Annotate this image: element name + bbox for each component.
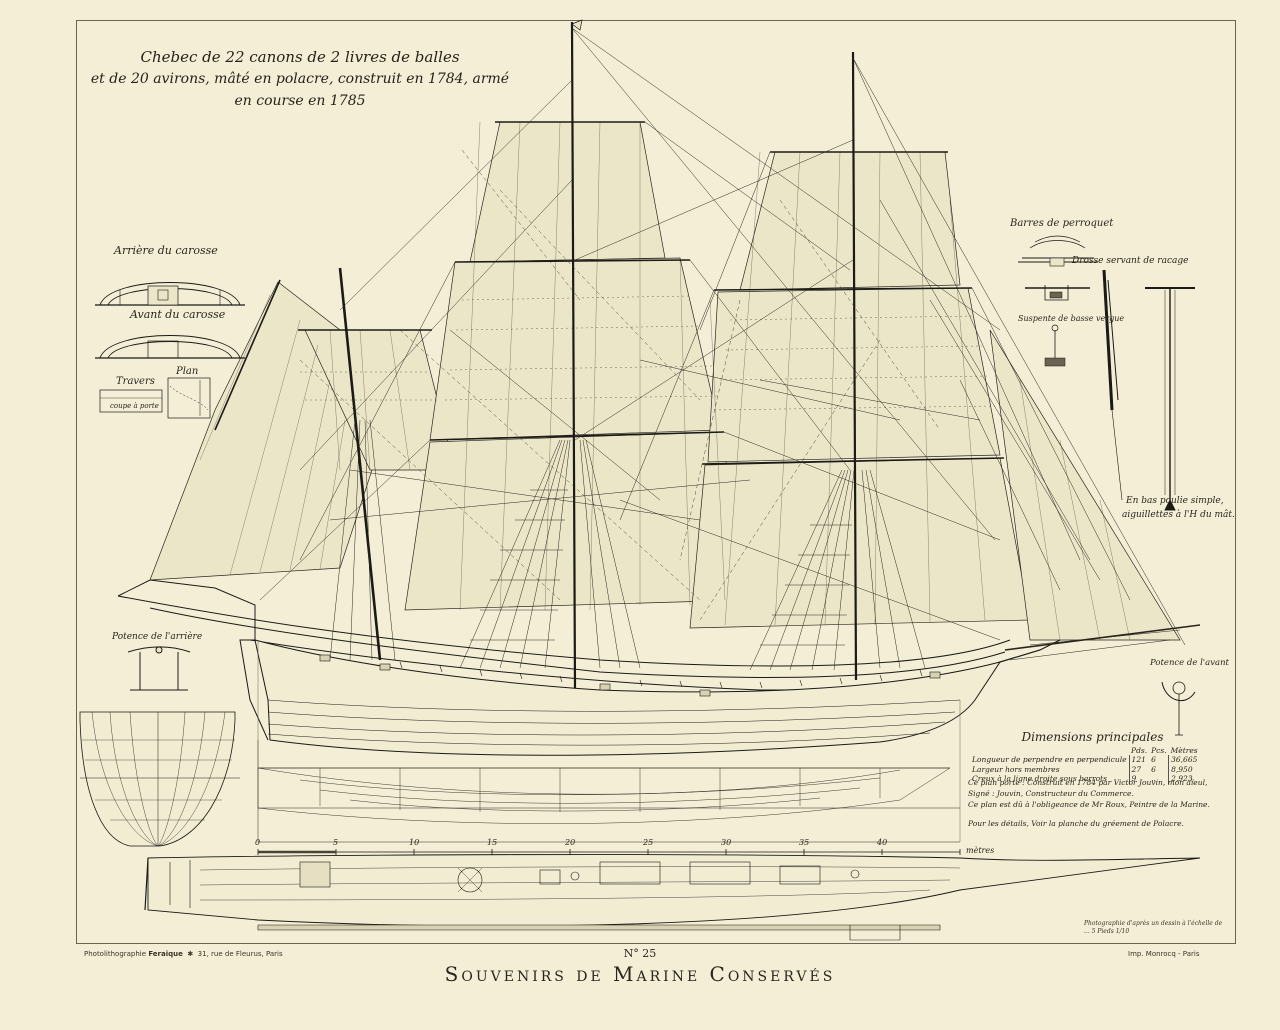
stern-section xyxy=(79,711,240,847)
unit-pcs: Pcs. xyxy=(1151,746,1167,755)
oar-ports xyxy=(399,661,923,689)
scale-tick-10: 10 xyxy=(409,838,420,847)
scale-tick-35: 35 xyxy=(799,838,810,847)
hull-body xyxy=(254,639,1002,756)
label-travers: Travers xyxy=(116,376,155,387)
label-avant-carosse: Avant du carosse xyxy=(130,308,226,321)
fore-mast xyxy=(851,51,858,681)
fore-course-sail xyxy=(689,457,1031,629)
lateen-mizzen-sail xyxy=(149,281,373,581)
dim-m: 2,923 xyxy=(1168,774,1200,784)
main-topgallant-sail xyxy=(469,121,666,263)
dimensions-row: Creux à la ligne droite sous barrots 9 .… xyxy=(970,774,1200,784)
main-mast xyxy=(570,21,577,691)
scale-unit: mètres xyxy=(966,846,995,855)
sails xyxy=(149,121,1181,641)
stern-potence xyxy=(127,646,191,691)
note-line-3: Ce plan est dû à l'obligeance de Mr Roux… xyxy=(968,799,1210,809)
hull-sheer-line xyxy=(117,595,1011,667)
footer-left-b: Feraique xyxy=(148,950,183,958)
title-line-2: et de 20 avirons, mâté en polacre, const… xyxy=(90,71,510,109)
dim-label: Creux à la ligne droite sous barrots xyxy=(972,774,1107,784)
star-icon: ✱ xyxy=(185,950,196,958)
dim-v2: .. xyxy=(1151,774,1156,784)
photo-note: Photographie d'après un dessin à l'échel… xyxy=(1084,920,1223,935)
flag xyxy=(571,19,583,31)
carosse-details xyxy=(95,282,245,419)
dimensions-row: Longueur de perpendre en perpendicule 12… xyxy=(970,755,1200,765)
frame-lines xyxy=(257,640,961,842)
deck-plan xyxy=(144,854,1201,941)
label-plan: Plan xyxy=(176,366,199,377)
footer-left-c: 31, rue de Fleurus, Paris xyxy=(197,950,283,958)
scale-tick-0: 0 xyxy=(255,838,261,847)
top-right-details xyxy=(1018,235,1196,736)
note-line-4: Pour les détails, Voir la planche du gré… xyxy=(968,818,1184,828)
scale-tick-15: 15 xyxy=(487,838,498,847)
scale-tick-5: 5 xyxy=(333,838,339,847)
fore-topgallant-sail xyxy=(739,151,961,291)
plate-series-title: Souvenirs de Marine Conservés xyxy=(444,962,836,986)
yards xyxy=(214,121,1005,465)
footer-left-a: Photolithographie xyxy=(84,950,147,958)
dim-v1: 9 xyxy=(1128,774,1150,784)
dim-m: 36,665 xyxy=(1168,755,1200,765)
label-coupe-porte: coupe à porte xyxy=(110,402,159,410)
scale-tick-30: 30 xyxy=(721,838,732,847)
dim-v2: 6 xyxy=(1151,755,1156,765)
scale-bar xyxy=(257,849,961,855)
dimensions-block: Dimensions principales Pds. Pcs. Mètres … xyxy=(970,730,1200,784)
footer-imprimeur: Imp. Monrocq - Paris xyxy=(1128,950,1200,958)
dimensions-heading: Dimensions principales xyxy=(1021,730,1164,744)
scale-tick-20: 20 xyxy=(565,838,576,847)
label-barres-perroquet: Barres de perroquet xyxy=(1010,218,1114,229)
label-potence-avant: Potence de l'avant xyxy=(1150,658,1229,668)
unit-metres: Mètres xyxy=(1170,746,1198,755)
dim-v1: 27 xyxy=(1128,764,1150,775)
masts xyxy=(338,21,858,691)
label-potence-arriere: Potence de l'arrière xyxy=(112,632,203,642)
unit-pds: Pds. xyxy=(1131,746,1148,755)
notes-block: Ce plan porte : Construit en 1784 par Vi… xyxy=(968,778,1218,830)
dim-m: 8,950 xyxy=(1168,764,1200,775)
label-suspente: Suspente de basse vergue xyxy=(1018,314,1125,323)
scale-tick-40: 40 xyxy=(877,838,888,847)
reef-lines xyxy=(300,295,996,411)
dim-label: Largeur hors membres xyxy=(972,764,1060,774)
rigging xyxy=(259,27,1201,671)
plate-title-block: Chebec de 22 canons de 2 livres de balle… xyxy=(90,46,510,113)
label-en-bas-2: aiguillettes à l'H du mât. xyxy=(1122,510,1235,520)
label-drosse: Drosse servant de racage xyxy=(1072,256,1189,266)
plate-number: N° 25 xyxy=(623,947,657,960)
dimensions-row: Largeur hors membres 27 6 8,950 xyxy=(970,764,1200,775)
note-line-1: Ce plan porte : Construit en 1784 par Vi… xyxy=(968,778,1208,787)
label-arriere-carosse: Arrière du carosse xyxy=(114,244,218,257)
body-plan-lines xyxy=(257,740,960,843)
label-en-bas-1: En bas poulie simple, xyxy=(1126,496,1224,506)
note-line-2: Signé : Jouvin, Constructeur du Commerce… xyxy=(968,788,1134,798)
hull-profile xyxy=(117,579,1061,756)
dim-v1: 121 xyxy=(1128,755,1150,765)
dim-v2: 6 xyxy=(1151,764,1156,774)
mizzen-mast xyxy=(338,267,382,661)
footer-printer: Photolithographie Feraique ✱ 31, rue de … xyxy=(84,950,283,958)
scale-tick-25: 25 xyxy=(643,838,654,847)
dimensions-table: Pds. Pcs. Mètres Longueur de perpendre e… xyxy=(970,746,1200,784)
plate-border xyxy=(76,20,1236,944)
title-line-1: Chebec de 22 canons de 2 livres de balle… xyxy=(140,48,460,66)
dimensions-units-row: Pds. Pcs. Mètres xyxy=(970,746,1200,755)
running-rigging xyxy=(299,149,941,621)
dim-label: Longueur de perpendre en perpendicule xyxy=(972,755,1127,765)
gun-ports xyxy=(319,654,941,697)
